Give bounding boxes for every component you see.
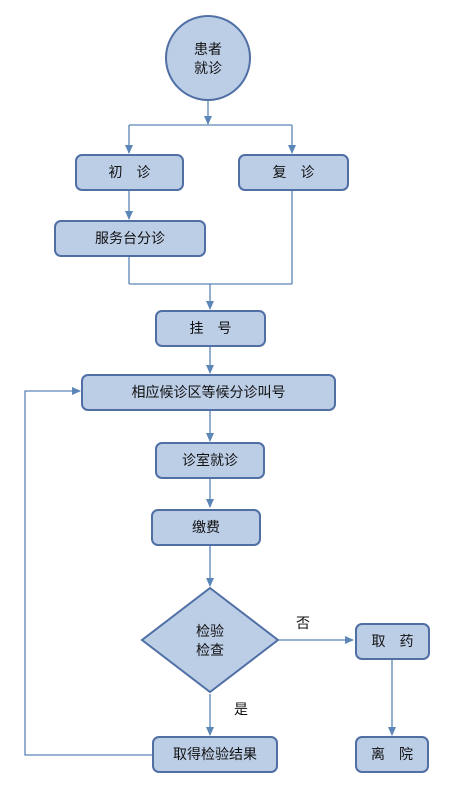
consult-label: 诊室就诊: [182, 452, 238, 469]
pharmacy-label: 取 药: [372, 634, 414, 650]
pharmacy-node: [355, 623, 430, 660]
decision-label-line1: 检验: [196, 624, 224, 640]
start-label-line2: 就诊: [194, 61, 222, 77]
first-visit-node: [75, 154, 184, 191]
edge-loop-back: [24, 387, 153, 756]
service-desk-node: [54, 220, 206, 257]
service-desk-label: 服务台分诊: [95, 231, 165, 247]
discharge-label: 离 院: [371, 746, 413, 763]
waiting-area-label: 相应候诊区等候分诊叫号: [132, 384, 286, 401]
return-visit-label: 复 诊: [273, 164, 315, 181]
payment-label: 缴费: [192, 520, 220, 536]
register-label: 挂 号: [190, 321, 232, 337]
payment-node: [151, 509, 261, 546]
results-label: 取得检验结果: [173, 746, 257, 763]
edge-label-no: 否: [296, 616, 310, 632]
consult-node: [155, 442, 265, 479]
waiting-area-node: [81, 374, 336, 411]
start-label-line1: 患者: [194, 42, 222, 58]
return-visit-node: [238, 154, 349, 191]
first-visit-label: 初 诊: [109, 164, 151, 181]
register-node: [155, 310, 266, 347]
decision-label-line2: 检查: [196, 643, 224, 659]
decision-node: [140, 586, 280, 694]
discharge-node: [355, 736, 429, 773]
start-node: [165, 15, 251, 101]
edge-label-yes: 是: [234, 702, 248, 718]
results-node: [152, 736, 278, 773]
